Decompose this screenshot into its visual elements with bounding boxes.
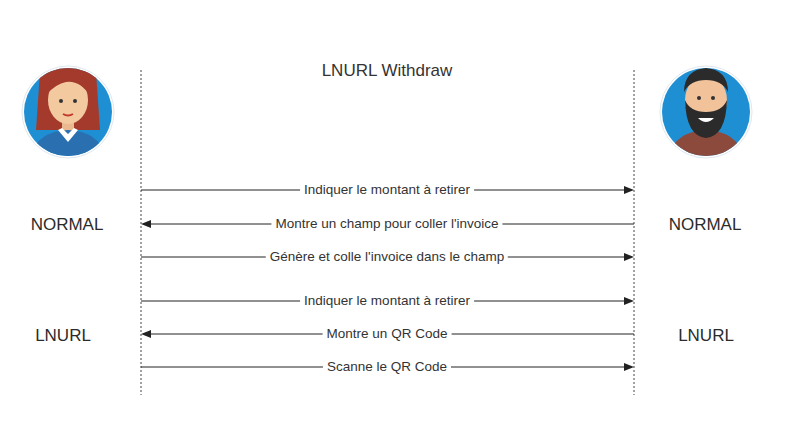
diagram-title: LNURL Withdraw [322, 61, 453, 81]
arrow-head [624, 186, 634, 194]
lifeline [634, 70, 635, 395]
mode-label: NORMAL [31, 215, 104, 235]
message-label: Scanne le QR Code [323, 359, 451, 375]
message-label: Montre un champ pour coller l'invoice [271, 216, 502, 232]
arrow-head [624, 297, 634, 305]
mode-label: NORMAL [669, 215, 742, 235]
lifeline [141, 70, 142, 395]
arrow-head [624, 253, 634, 261]
mode-label: LNURL [678, 326, 734, 346]
arrow-head [141, 220, 151, 228]
message-label: Indiquer le montant à retirer [300, 293, 474, 309]
man-avatar [660, 66, 752, 160]
arrow-head [141, 330, 151, 338]
message-label: Montre un QR Code [323, 326, 452, 342]
mode-label: LNURL [35, 326, 91, 346]
woman-avatar [22, 61, 114, 160]
message-label: Indiquer le montant à retirer [300, 182, 474, 198]
message-label: Génère et colle l'invoice dans le champ [266, 249, 508, 265]
arrow-head [624, 363, 634, 371]
